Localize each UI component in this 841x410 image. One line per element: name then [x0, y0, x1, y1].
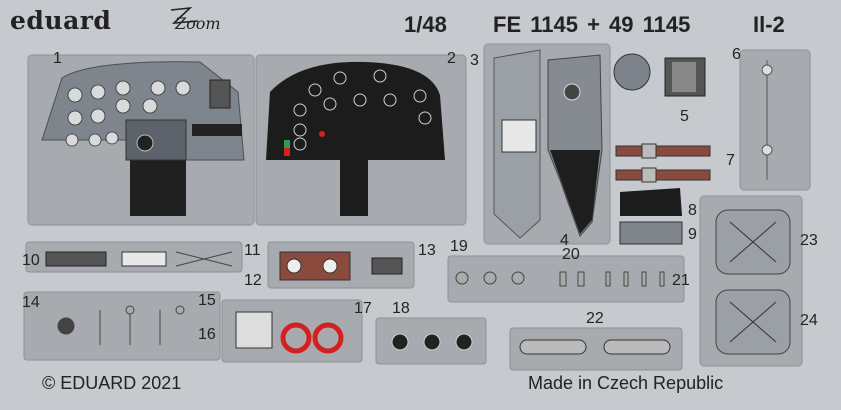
- part-number: 15: [198, 292, 216, 309]
- part-12-13-red-panel: [279, 251, 403, 281]
- brand-logo-text: eduard: [10, 6, 112, 35]
- part-number: 13: [418, 242, 436, 259]
- part-number: 17: [354, 300, 372, 317]
- part-number: 12: [244, 272, 262, 289]
- model-name: Il-2: [753, 12, 785, 37]
- part-number: 14: [22, 294, 40, 311]
- product-code: FE 1145 + 49 1145: [493, 12, 691, 37]
- part-8-9-small-panels: [619, 188, 683, 245]
- sub-brand-text: Zoom: [175, 14, 221, 33]
- part-number: 1: [53, 50, 62, 67]
- part-number: 18: [392, 300, 410, 317]
- part-18-gauges: [391, 333, 473, 351]
- part-number: 20: [562, 246, 580, 263]
- part-number: 21: [672, 272, 690, 289]
- part-number: 6: [732, 46, 741, 63]
- part-3-4-side-panels: [493, 49, 603, 239]
- part-19-20-21-small-parts: [455, 271, 665, 287]
- part-number: 2: [447, 50, 456, 67]
- part-number: 9: [688, 226, 697, 243]
- part-2-black-panel: [266, 61, 445, 216]
- part-number: 24: [800, 312, 818, 329]
- part-6-strip: [761, 60, 773, 180]
- part-16-17-dials: [235, 311, 344, 354]
- part-14-15-levers: [57, 305, 185, 345]
- part-number: 4: [560, 232, 569, 249]
- part-23-24-covers: [715, 209, 791, 355]
- origin-text: Made in Czech Republic: [528, 373, 724, 393]
- part-1-instrument-panel: [41, 61, 245, 216]
- copyright-text: © EDUARD 2021: [42, 373, 182, 393]
- part-number: 16: [198, 326, 216, 343]
- part-number: 19: [450, 238, 468, 255]
- part-number: 5: [680, 108, 689, 125]
- part-number: 8: [688, 202, 697, 219]
- part-number: 10: [22, 252, 40, 269]
- part-number: 11: [244, 242, 261, 259]
- part-number: 23: [800, 232, 818, 249]
- part-number: 3: [470, 52, 479, 69]
- part-5-gauge-disc: [613, 53, 706, 97]
- scale-label: 1/48: [404, 12, 447, 37]
- part-number: 22: [586, 310, 604, 327]
- zoom-logo-icon: [170, 6, 199, 24]
- part-10-11-strips: [45, 251, 233, 267]
- part-22-mesh-strips: [519, 339, 671, 355]
- part-number: 7: [726, 152, 735, 169]
- part-7-straps: [615, 143, 711, 183]
